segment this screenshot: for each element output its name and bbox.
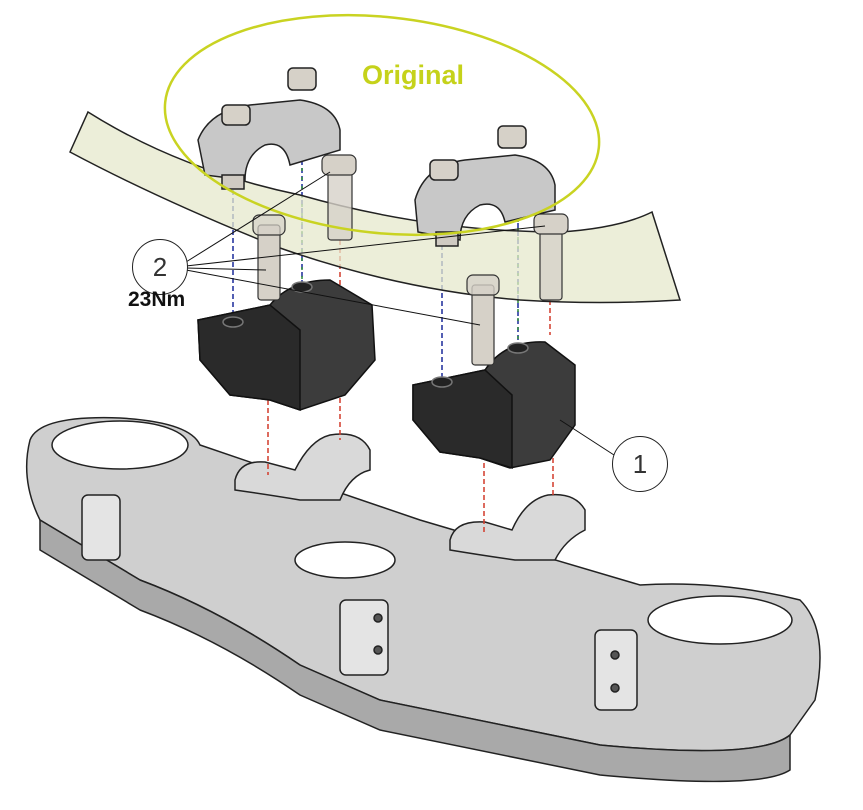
original-clamp-right bbox=[414, 125, 556, 247]
original-highlight-ellipse bbox=[163, 13, 601, 237]
leader-lines bbox=[185, 171, 615, 456]
triple-clamp bbox=[25, 416, 821, 783]
callout-riser: 1 bbox=[612, 436, 668, 492]
original-clamp-left bbox=[197, 67, 341, 190]
riser-left bbox=[197, 279, 376, 412]
callout-bolts: 2 bbox=[132, 239, 188, 295]
torque-spec-label: 23Nm bbox=[128, 288, 186, 311]
original-label: Original bbox=[362, 60, 465, 90]
riser-bolts bbox=[252, 154, 569, 366]
